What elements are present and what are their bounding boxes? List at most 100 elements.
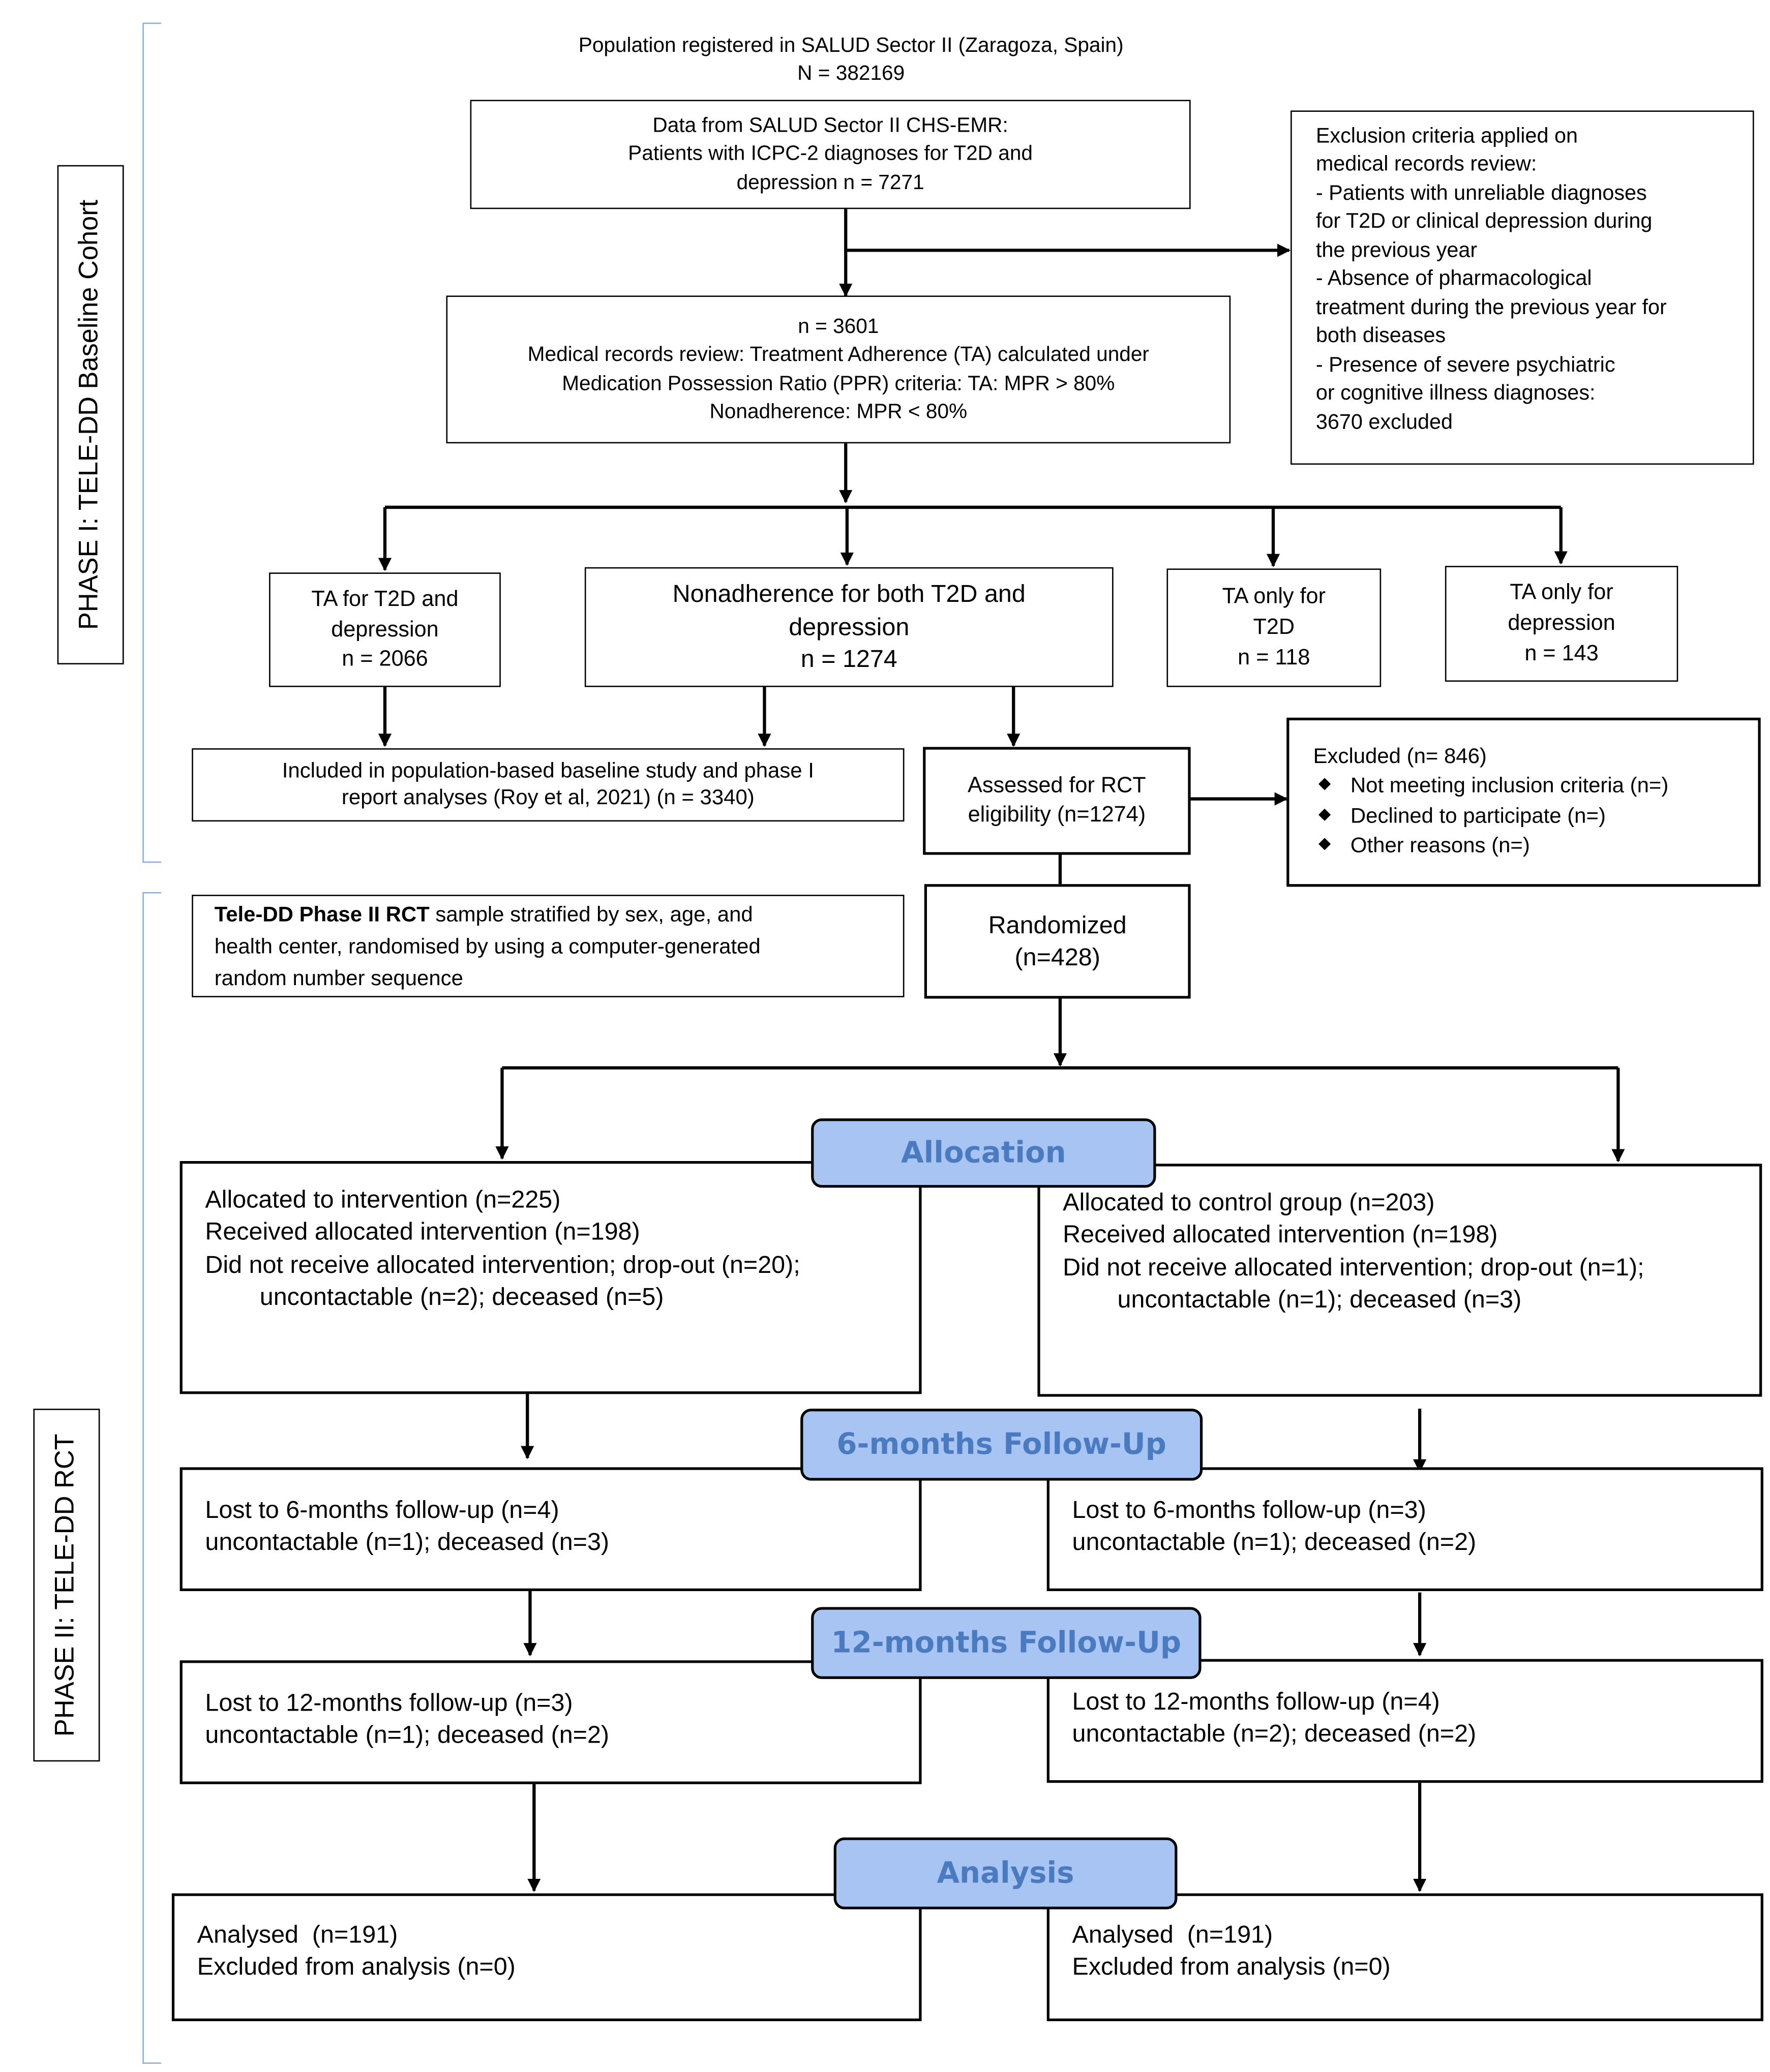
exclusion-line: the previous year (1315, 239, 1478, 262)
phase2-bracket (142, 892, 161, 2064)
review-line2: Medical records review: Treatment Adhere… (527, 344, 1149, 367)
rct-note-bold: Tele-DD Phase II RCT (214, 904, 430, 927)
exclusion-line: - Patients with unreliable diagnoses (1315, 182, 1647, 205)
population-line2: N = 382169 (797, 63, 905, 86)
rct-note-rest: sample stratified by sex, age, and (429, 904, 753, 927)
assessed-line2: eligibility (n=1274) (968, 802, 1146, 827)
rct-note-line2: health center, randomised by using a com… (214, 936, 761, 959)
randomized-line1: Randomized (988, 910, 1127, 938)
control-alloc-line: Received allocated intervention (n=198) (1063, 1220, 1498, 1248)
control-12month-line: Lost to 12-months follow-up (n=4) (1072, 1687, 1440, 1715)
rct-note-line1: Tele-DD Phase II RCT sample stratified b… (215, 900, 903, 932)
group-ta-both-box: TA for T2D and depression n = 2066 (269, 572, 501, 687)
included-line1: Included in population-based baseline st… (282, 759, 814, 782)
intervention-6month-line: Lost to 6-months follow-up (n=4) (205, 1495, 559, 1523)
intervention-12month-line: Lost to 12-months follow-up (n=3) (205, 1688, 573, 1717)
intervention-alloc-line: Did not receive allocated intervention; … (205, 1250, 800, 1278)
population-line1: Population registered in SALUD Sector II… (578, 35, 1124, 57)
included-line2: report analyses (Roy et al, 2021) (n = 3… (341, 786, 755, 809)
exclusion-line: for T2D or clinical depression during (1315, 210, 1653, 234)
control-alloc-line: Did not receive allocated intervention; … (1063, 1253, 1644, 1281)
intervention-alloc-line: Allocated to intervention (n=225) (205, 1185, 561, 1213)
group-ta-t2d-line3: n = 118 (1238, 646, 1310, 670)
assessed-line1: Assessed for RCT (968, 773, 1146, 798)
exclusion-line: 3670 excluded (1315, 411, 1453, 434)
population-text: Population registered in SALUD Sector II… (506, 32, 1196, 89)
exclusion-line: medical records review: (1315, 154, 1537, 176)
control-12month-line: uncontactable (n=2); deceased (n=2) (1072, 1719, 1477, 1748)
group-ta-t2d-line1: TA only for (1222, 585, 1326, 609)
randomized-box: Randomized (n=428) (924, 884, 1191, 999)
excluded-reason: Declined to participate (n=) (1313, 803, 1758, 833)
six-month-stage-label: 6-months Follow-Up (800, 1409, 1203, 1481)
excluded-box: Excluded (n= 846) Not meeting inclusion … (1286, 717, 1761, 887)
group-ta-t2d-box: TA only for T2D n = 118 (1166, 568, 1382, 687)
intervention-6month-box: Lost to 6-months follow-up (n=4) unconta… (179, 1467, 922, 1592)
exclusion-line: or cognitive illness diagnoses: (1315, 382, 1596, 405)
control-12month-box: Lost to 12-months follow-up (n=4) uncont… (1046, 1659, 1763, 1783)
rct-note-line3: random number sequence (214, 968, 463, 991)
group-ta-depression-line2: depression (1508, 611, 1615, 635)
phase2-label-text: PHASE II: TELE-DD RCT (51, 1434, 81, 1737)
phase1-label-text: PHASE I: TELE-DD Baseline Cohort (75, 199, 105, 630)
data-source-line1: Data from SALUD Sector II CHS-EMR: (652, 114, 1008, 137)
intervention-analysis-line: Analysed (n=191) (197, 1919, 398, 1948)
group-nonadherence-line1: Nonadherence for both T2D and (672, 580, 1026, 608)
analysis-stage-label: Analysis (833, 1837, 1178, 1910)
intervention-alloc-line: uncontactable (n=2); deceased (n=5) (259, 1282, 664, 1311)
phase1-label: PHASE I: TELE-DD Baseline Cohort (57, 165, 124, 665)
phase1-bracket (142, 22, 161, 863)
control-6month-box: Lost to 6-months follow-up (n=3) unconta… (1046, 1467, 1763, 1592)
group-ta-both-line1: TA for T2D and (311, 587, 459, 611)
included-baseline-box: Included in population-based baseline st… (192, 748, 905, 822)
intervention-analysis-line: Excluded from analysis (n=0) (197, 1952, 516, 1980)
control-analysis-line: Excluded from analysis (n=0) (1072, 1952, 1391, 1980)
group-ta-depression-line3: n = 143 (1524, 642, 1599, 666)
intervention-allocation-box: Allocated to intervention (n=225) Receiv… (179, 1161, 922, 1394)
group-ta-depression-box: TA only for depression n = 143 (1445, 566, 1678, 682)
twelve-month-stage-label: 12-months Follow-Up (811, 1607, 1202, 1679)
data-source-line2: Patients with ICPC-2 diagnoses for T2D a… (628, 143, 1033, 166)
group-ta-both-line3: n = 2066 (342, 647, 428, 672)
exclusion-line: treatment during the previous year for (1315, 296, 1667, 320)
group-nonadherence-box: Nonadherence for both T2D and depression… (584, 567, 1114, 687)
phase2-label: PHASE II: TELE-DD RCT (33, 1409, 100, 1762)
intervention-6month-line: uncontactable (n=1); deceased (n=3) (205, 1528, 610, 1556)
records-review-box: n = 3601 Medical records review: Treatme… (446, 295, 1231, 444)
exclusion-line: Exclusion criteria applied on (1315, 125, 1578, 148)
control-6month-line: Lost to 6-months follow-up (n=3) (1072, 1495, 1426, 1523)
control-6month-line: uncontactable (n=1); deceased (n=2) (1072, 1528, 1477, 1556)
exclusion-line: - Presence of severe psychiatric (1315, 354, 1615, 377)
rct-note-box: Tele-DD Phase II RCT sample stratified b… (192, 895, 905, 997)
intervention-alloc-line: Received allocated intervention (n=198) (205, 1217, 640, 1246)
excluded-title: Excluded (n= 846) (1313, 745, 1487, 769)
exclusion-line: both diseases (1315, 325, 1446, 348)
excluded-reason: Other reasons (n=) (1313, 832, 1758, 862)
randomized-line2: (n=428) (1014, 942, 1100, 971)
group-nonadherence-line2: depression (789, 612, 910, 641)
intervention-12month-line: uncontactable (n=1); deceased (n=2) (205, 1721, 610, 1749)
group-ta-both-line2: depression (331, 617, 439, 642)
control-allocation-box: Allocated to control group (n=203) Recei… (1037, 1164, 1762, 1397)
excluded-reason: Not meeting inclusion criteria (n=) (1313, 773, 1758, 803)
intervention-analysis-box: Analysed (n=191) Excluded from analysis … (171, 1893, 922, 2022)
control-analysis-box: Analysed (n=191) Excluded from analysis … (1046, 1893, 1763, 2022)
allocation-stage-label: Allocation (811, 1118, 1156, 1188)
review-line3: Medication Possession Ratio (PPR) criter… (562, 372, 1115, 395)
review-line1: n = 3601 (798, 315, 879, 338)
data-source-line3: depression n = 7271 (736, 171, 924, 194)
assessed-eligibility-box: Assessed for RCT eligibility (n=1274) (923, 747, 1191, 855)
control-analysis-line: Analysed (n=191) (1072, 1919, 1273, 1948)
group-nonadherence-line3: n = 1274 (800, 645, 897, 673)
group-ta-depression-line1: TA only for (1510, 581, 1613, 605)
control-alloc-line: uncontactable (n=1); deceased (n=3) (1117, 1285, 1522, 1314)
review-line4: Nonadherence: MPR < 80% (709, 401, 968, 423)
data-source-box: Data from SALUD Sector II CHS-EMR: Patie… (470, 100, 1191, 209)
intervention-12month-box: Lost to 12-months follow-up (n=3) uncont… (179, 1660, 922, 1784)
group-ta-t2d-line2: T2D (1253, 615, 1295, 639)
exclusion-criteria-box: Exclusion criteria applied on medical re… (1291, 110, 1754, 465)
control-alloc-line: Allocated to control group (n=203) (1063, 1187, 1435, 1216)
excluded-reasons-list: Not meeting inclusion criteria (n=) Decl… (1313, 773, 1758, 862)
